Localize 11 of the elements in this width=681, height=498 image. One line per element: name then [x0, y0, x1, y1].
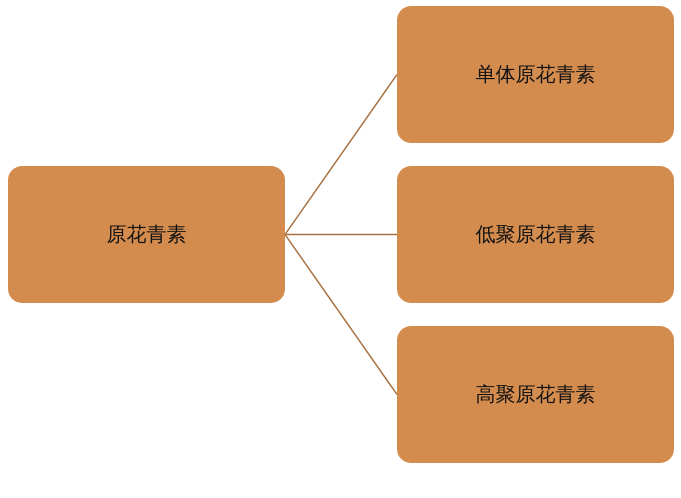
box-label: 原花青素 — [106, 221, 186, 248]
box-label: 高聚原花青素 — [476, 381, 596, 408]
category-box — [397, 326, 674, 463]
connector-line — [285, 234, 397, 236]
connector-line — [284, 234, 398, 395]
category-box — [397, 6, 674, 143]
box-label: 单体原花青素 — [476, 61, 596, 88]
connector-line — [284, 74, 398, 235]
box-label: 低聚原花青素 — [476, 221, 596, 248]
category-box — [397, 166, 674, 303]
category-box — [8, 166, 285, 303]
